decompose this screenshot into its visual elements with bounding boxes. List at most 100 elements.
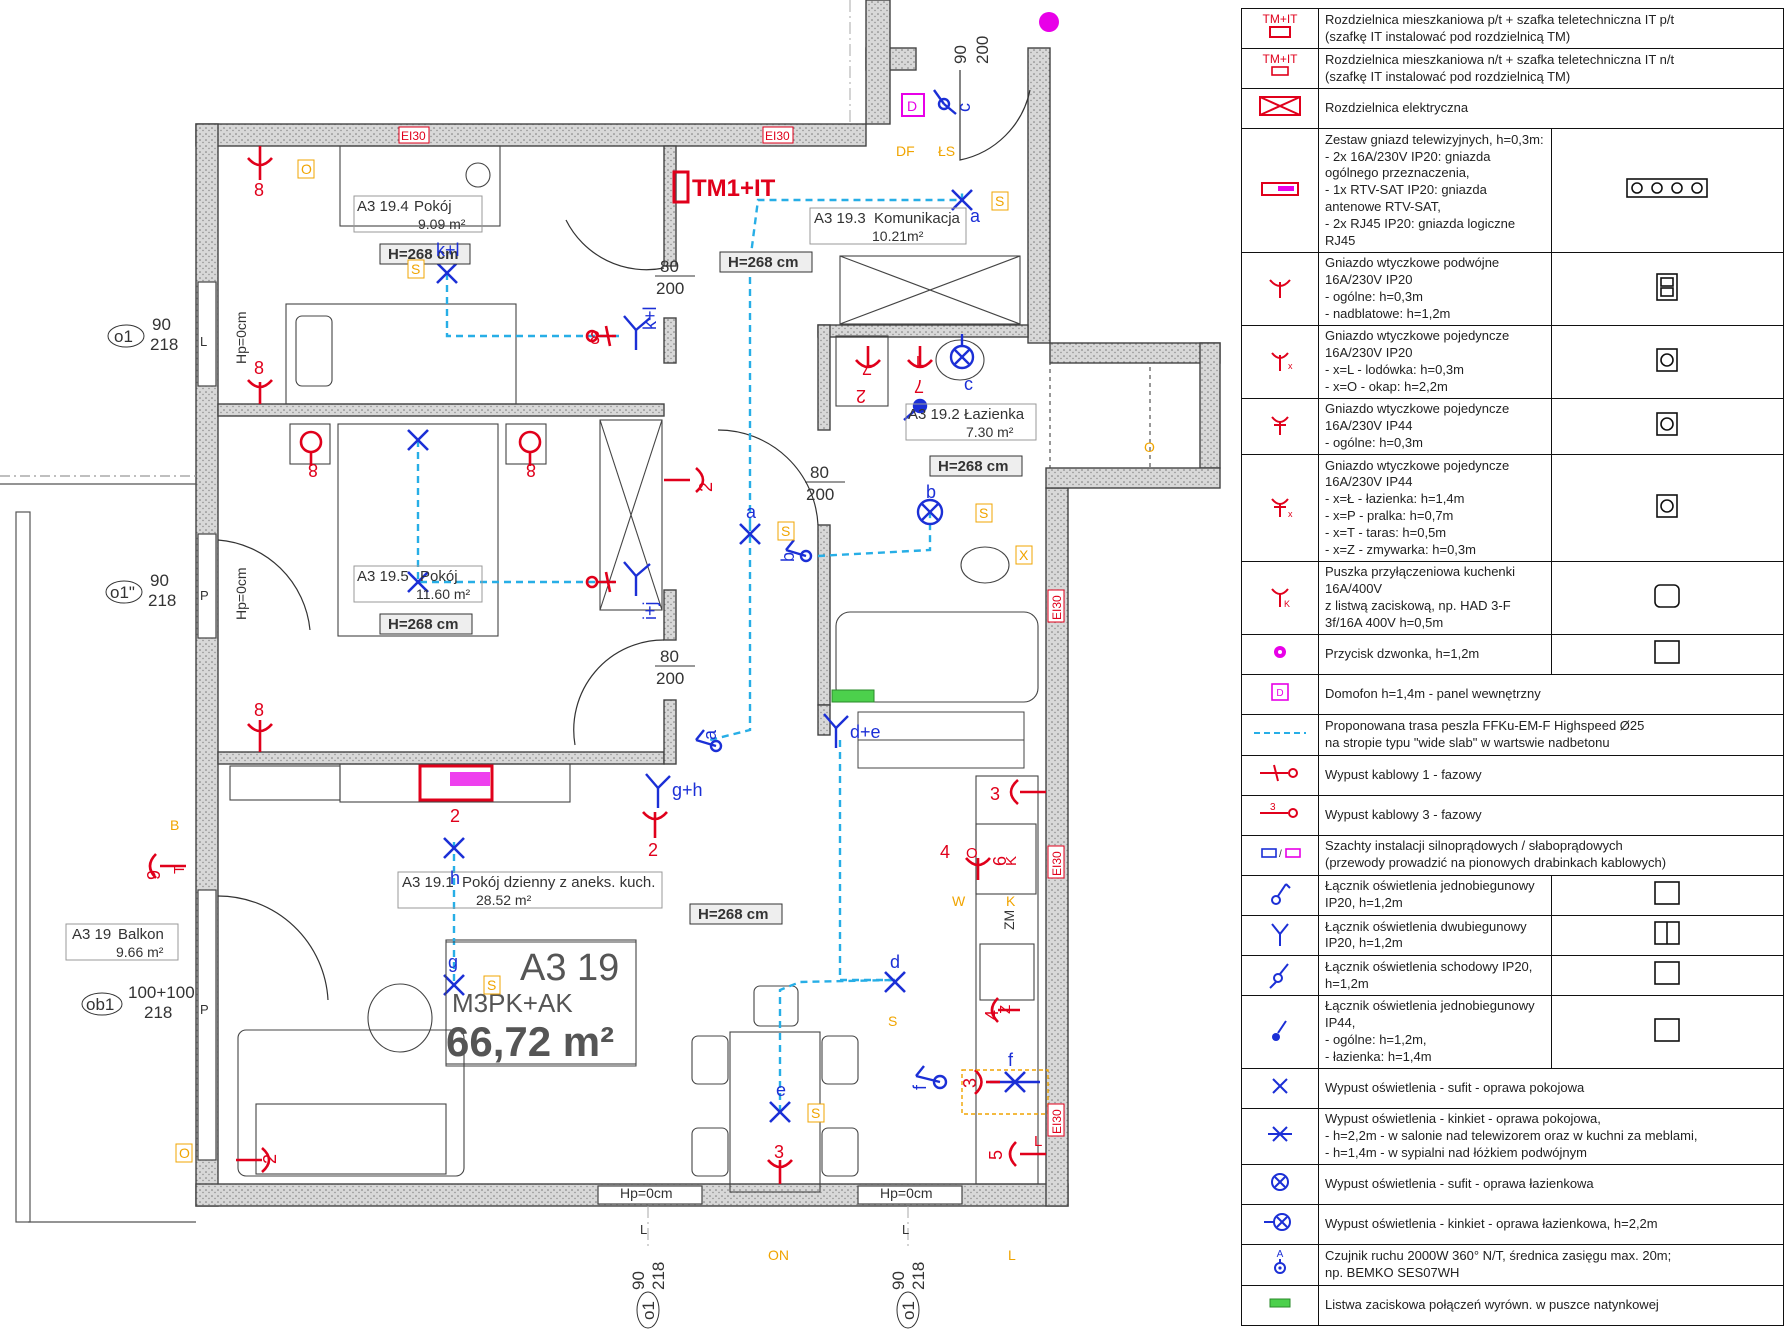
socket-plate-icon: [1654, 921, 1681, 945]
intercom-icon: [901, 93, 925, 117]
cooker-box-icon: [961, 1069, 1049, 1115]
door-swing-living: [217, 895, 329, 1001]
switch-label: b: [778, 552, 798, 562]
note-tag: S: [991, 191, 1009, 211]
notes: O S S S S S S S O O B W K X L ON DF ŁS D: [170, 98, 1155, 1263]
socket-count: 2: [450, 806, 460, 826]
socket-count: 8: [590, 328, 600, 348]
door-size-bottom: 200: [806, 485, 834, 504]
room-id: A3 19.3: [814, 210, 866, 227]
switch-label: i+j: [640, 601, 660, 620]
room-label-box-2: [809, 207, 967, 245]
note-tag: S: [975, 503, 993, 523]
socket-plate-icon: [1654, 1017, 1681, 1042]
legend-text: Gniazdo wtyczkowe pojedyncze 16A/230V IP…: [1325, 328, 1510, 395]
cable-route-hall: [709, 524, 752, 742]
wardrobe-room-2: [599, 419, 663, 611]
room-name: Balkon: [118, 926, 164, 943]
svg-text:O: O: [301, 161, 312, 177]
door-size-bottom: 200: [656, 279, 684, 298]
note-tag: S: [483, 975, 501, 995]
window-side: L: [200, 334, 207, 349]
window-height: 218: [909, 1262, 928, 1290]
window-o1-south-2: [857, 1185, 963, 1205]
legend-symbol: [1241, 252, 1319, 327]
east-notch-right: [1199, 342, 1221, 469]
ceiling-light-icon: [1272, 1078, 1288, 1094]
window-ob1-west: [197, 889, 217, 1161]
cable-route-icon: [1254, 731, 1306, 734]
note-text: ON: [768, 1247, 789, 1263]
fire-label: EI30: [1050, 1109, 1064, 1134]
double-socket-icon: [642, 811, 668, 838]
legend-symbol: [1241, 1108, 1319, 1166]
socket-count: 3: [960, 1078, 980, 1088]
switch-label: d: [890, 952, 900, 972]
window-height: 218: [148, 591, 176, 610]
height-label: H=268 cm: [938, 458, 1008, 475]
cable-route-kitchen: [838, 740, 895, 982]
legend-description: Domofon h=1,4m - panel wewnętrzny: [1318, 674, 1784, 716]
legend-description: Wypust oświetlenia - kinkiet - oprawa po…: [1318, 1108, 1784, 1166]
svg-text:A: A: [1277, 1249, 1284, 1260]
legend-description: Puszka przyłączeniowa kuchenki 16A/400V …: [1318, 561, 1552, 636]
panel-label: TM1+IT: [692, 175, 776, 202]
window-o1b-west: [197, 533, 217, 639]
legend-plate: [1550, 128, 1784, 254]
socket-count: 6: [990, 856, 1010, 866]
chair-5: [753, 985, 799, 1027]
height-label: H=268 cm: [698, 906, 768, 923]
socket-plate-icon: [1654, 583, 1681, 608]
svg-text:S: S: [811, 1105, 820, 1121]
light-label: f: [910, 1084, 930, 1090]
legend-text: Wypust oświetlenia - sufit - oprawa poko…: [1325, 1080, 1585, 1096]
switch-label: c: [954, 103, 974, 112]
ceiling-light-icon: [739, 523, 761, 545]
socket-count: 4: [940, 842, 950, 862]
ceiling-light-icon: [951, 189, 973, 211]
ceiling-light-icon: [443, 974, 465, 996]
shaft-wall-top: [865, 0, 891, 125]
note-tag: S: [777, 521, 795, 541]
apartment-type: M3PK+AK: [452, 988, 573, 1018]
legend-symbol: [1241, 1068, 1319, 1110]
tv-socket-inner: [450, 772, 490, 786]
fire-label: EI30: [1050, 595, 1064, 620]
balcony-rail: [15, 511, 31, 1223]
nightstand-right: [505, 423, 547, 465]
legend-row: Wypust oświetlenia - sufit - oprawa łazi…: [1241, 1164, 1784, 1206]
legend-symbol: 3: [1241, 794, 1319, 836]
door-swing-bathroom: [717, 429, 819, 526]
legend-symbol: TM+IT: [1241, 48, 1319, 90]
svg-text:S: S: [487, 977, 496, 993]
legend-text: Rozdzielnica mieszkaniowa p/t + szafka t…: [1325, 11, 1675, 44]
bed-room-2: [337, 423, 499, 637]
socket-type: L: [866, 353, 874, 370]
note-text: O: [1144, 439, 1155, 455]
legend-description: Łącznik oświetlenia dwubiegunowy IP20, h…: [1318, 914, 1552, 957]
legend-row: /Szachty instalacji silnoprądowych / sła…: [1241, 834, 1784, 876]
switch-label: k+l: [640, 306, 660, 330]
kitchen-counter: [975, 775, 1039, 1185]
socket-type: O: [966, 845, 978, 862]
double-socket-icon: [247, 720, 273, 752]
ceiling-light-icon: [769, 1101, 791, 1123]
legend-description: Wypust oświetlenia - sufit - oprawa łazi…: [1318, 1164, 1784, 1206]
room-label-box-6: [65, 923, 179, 961]
legend-text: Wypust kablowy 3 - fazowy: [1325, 806, 1482, 822]
door-labels: 80 200 80 200 80 200 90 200: [655, 36, 992, 688]
fire-box: [398, 126, 430, 144]
stovetop: [975, 823, 1037, 895]
legend-plate: [1550, 325, 1784, 400]
legend-row: Wypust oświetlenia - kinkiet - oprawa ła…: [1241, 1204, 1784, 1246]
wardrobe-room-1: [339, 145, 501, 227]
note-text: L: [1008, 1247, 1016, 1263]
room-labels: A3 19.4 Pokój 9.09 m² A3 19.3 Komunikacj…: [65, 195, 1037, 961]
window-tag-bubble: [81, 992, 123, 1016]
ceiling-lights: [407, 189, 1040, 1123]
legend-row: Łącznik oświetlenia dwubiegunowy IP20, h…: [1241, 914, 1784, 957]
double-socket-icon: [236, 1147, 271, 1173]
svg-text:K: K: [1284, 599, 1290, 609]
